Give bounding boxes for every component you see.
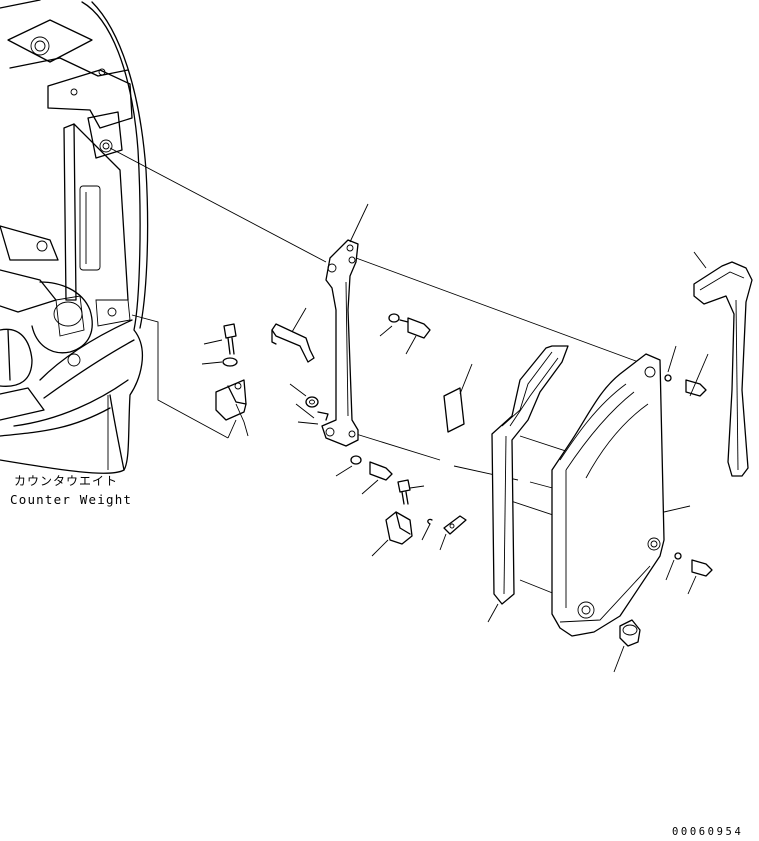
lower-clip bbox=[371, 511, 413, 557]
lower-washer-bolt bbox=[335, 455, 393, 495]
stay-bracket bbox=[321, 239, 359, 447]
counter-weight-assembly bbox=[0, 0, 149, 474]
small-plate bbox=[439, 515, 467, 551]
seal-strip bbox=[487, 345, 569, 623]
cover-knob bbox=[613, 619, 641, 673]
side-cover-panel bbox=[551, 353, 691, 637]
counter-weight-label-en: Counter Weight bbox=[10, 492, 132, 507]
upper-washer-bolt bbox=[379, 313, 431, 355]
e-ring bbox=[421, 518, 433, 541]
handle-rod bbox=[271, 307, 315, 363]
right-upper-washer-bolt bbox=[664, 345, 709, 397]
label-sheet bbox=[443, 363, 473, 433]
counter-weight-label-jp: カウンタウエイト bbox=[14, 474, 118, 488]
small-bolt bbox=[397, 479, 425, 505]
drawing-code: 00060954 bbox=[672, 826, 743, 838]
washers-mid bbox=[289, 383, 329, 425]
right-handle-stay bbox=[693, 251, 753, 477]
leader-stay bbox=[349, 203, 369, 243]
clamp-left bbox=[215, 379, 249, 437]
bracket-outline-lines bbox=[131, 314, 237, 439]
bolt-left bbox=[201, 323, 238, 367]
right-lower-washer-bolt bbox=[665, 552, 713, 595]
